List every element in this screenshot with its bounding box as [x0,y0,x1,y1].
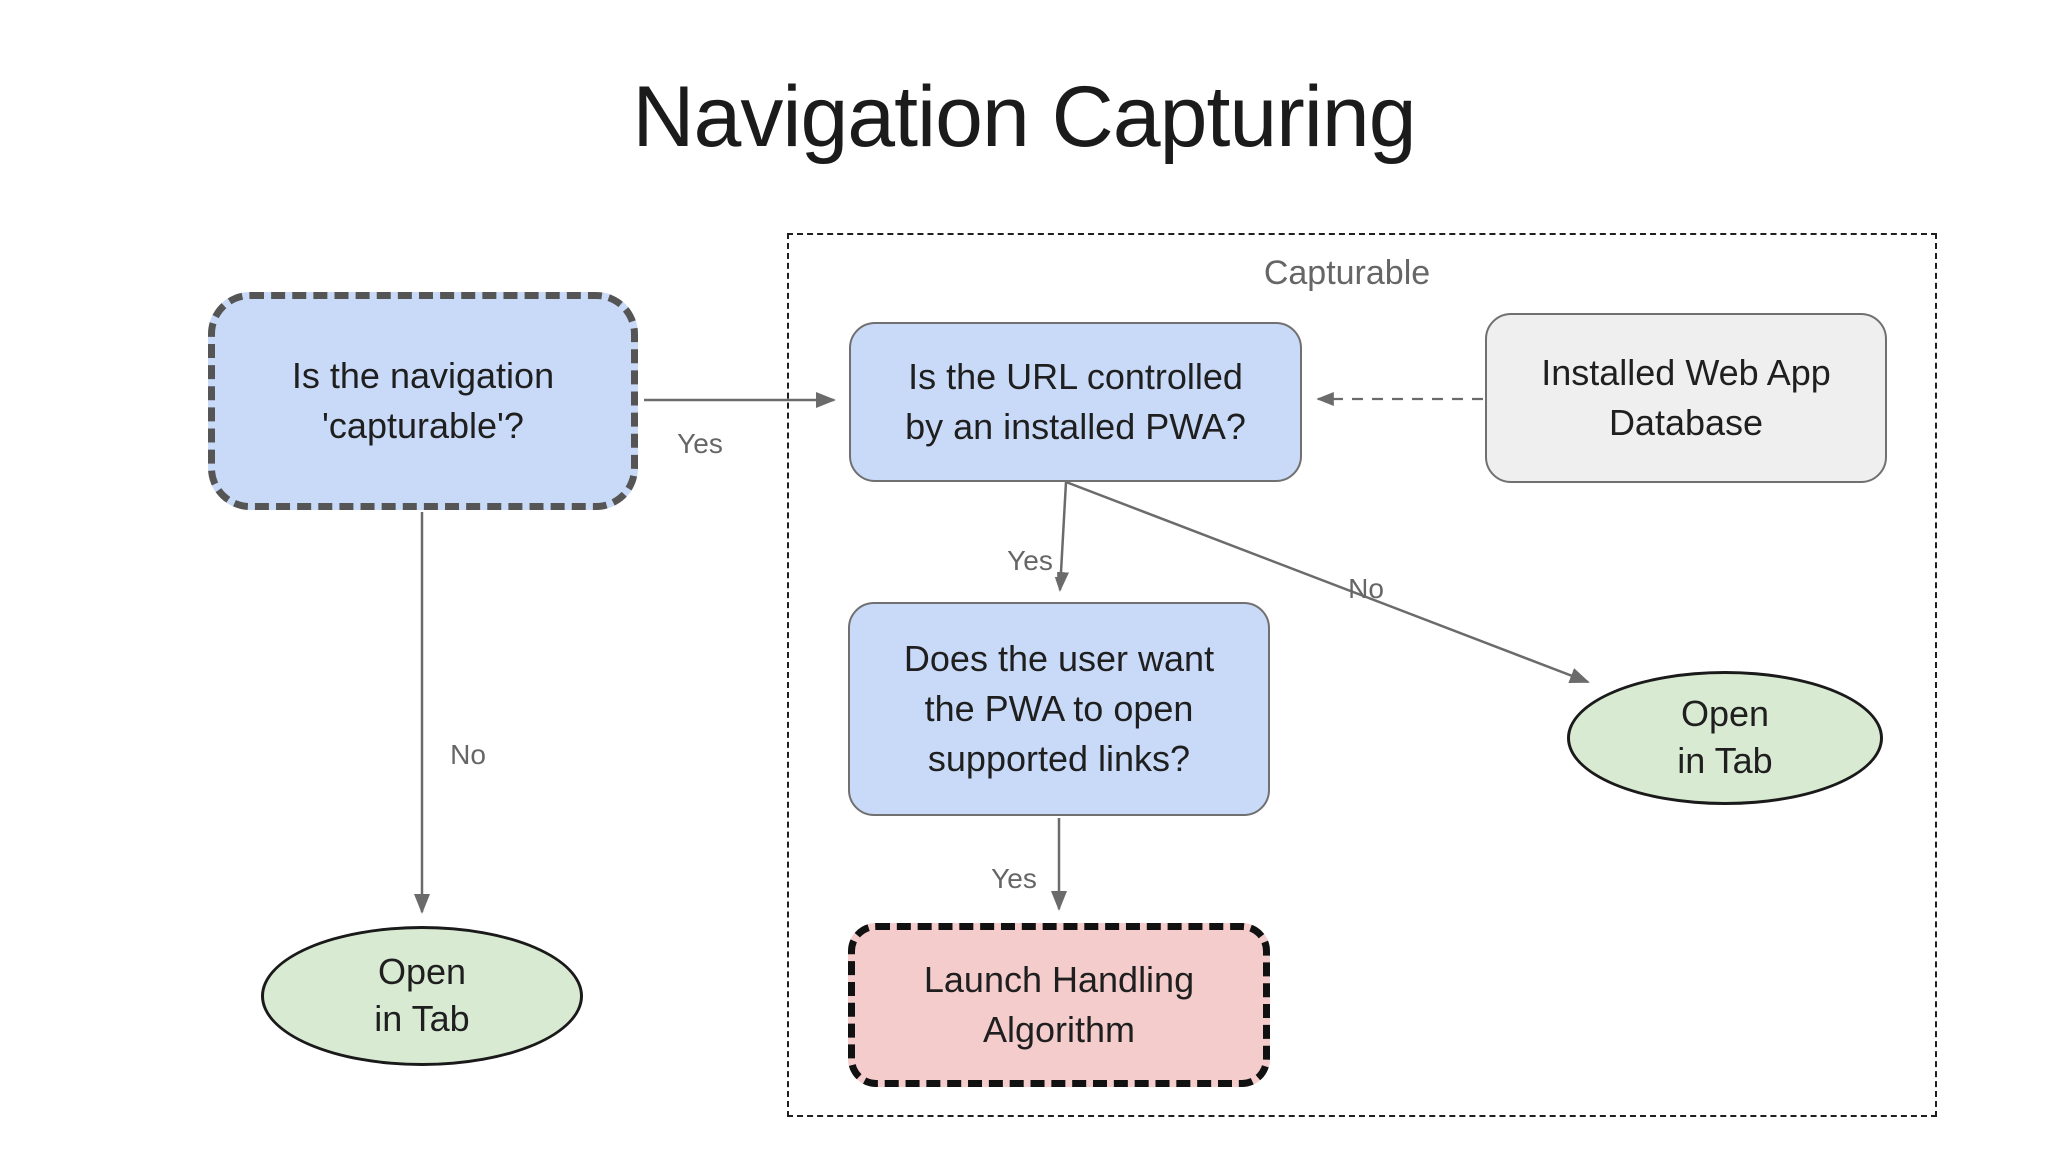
edge-label-pwa-no: No [1348,573,1384,604]
capturable-region-label: Capturable [1263,254,1431,292]
edge-label-capturable-yes: Yes [673,428,727,460]
page-title: Navigation Capturing [632,69,1416,165]
node-launch-handling-algorithm: Launch Handling Algorithm [848,923,1270,1087]
edge-label-links-yes: Yes [987,863,1041,895]
edge-label-capturable-no: No [446,739,490,771]
node-open-in-tab-right: Open in Tab [1567,671,1883,805]
node-open-in-tab-left: Open in Tab [261,926,583,1066]
edge-label-pwa-yes: Yes [1003,545,1057,577]
node-url-controlled-by-pwa: Is the URL controlled by an installed PW… [849,322,1302,482]
node-installed-web-app-database: Installed Web App Database [1485,313,1887,483]
node-is-navigation-capturable: Is the navigation 'capturable'? [208,292,638,510]
node-user-wants-supported-links: Does the user want the PWA to open suppo… [848,602,1270,816]
capturable-region [787,233,1937,1117]
